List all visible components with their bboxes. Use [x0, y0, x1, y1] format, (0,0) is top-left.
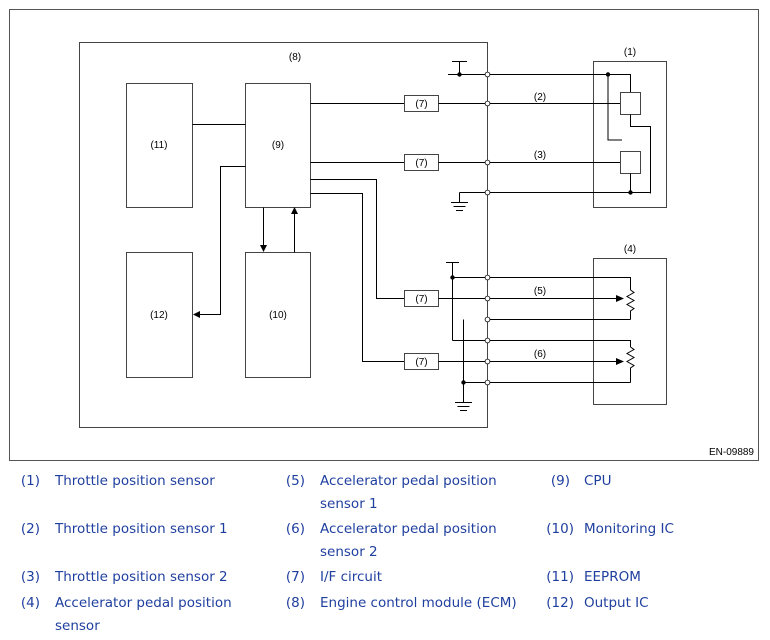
connector-node — [484, 337, 491, 344]
legend-text: I/F circuit — [320, 569, 383, 585]
legend-number: (10) — [546, 521, 574, 537]
legend-number: (12) — [546, 595, 574, 611]
apps1-supply-wire — [452, 277, 631, 290]
arrow-to-output-ic — [193, 311, 200, 318]
connector-node — [484, 379, 491, 386]
cpu-label: (9) — [272, 140, 284, 151]
legend-number: (3) — [20, 569, 40, 585]
arrow-to-cpu — [291, 207, 298, 214]
apps1-signal-a — [310, 179, 404, 299]
apps1-line-label: (5) — [534, 286, 546, 297]
apps-ground-symbol — [455, 402, 472, 411]
apps1-resistor — [625, 289, 636, 320]
if-circuit-4-label: (7) — [415, 357, 427, 368]
monitoring-ic-block — [245, 252, 311, 378]
legend-text: Output IC — [584, 595, 649, 611]
if-circuit-1-label: (7) — [415, 99, 427, 110]
accel-sensor-label: (4) — [624, 244, 636, 255]
legend-text: Accelerator pedal position sensor 2 — [320, 521, 497, 560]
connector-node — [484, 71, 491, 78]
connector-node — [484, 274, 491, 281]
throttle-sensor-label: (1) — [624, 47, 636, 58]
apps2-supply-wire — [452, 340, 631, 347]
arrow-to-monitoring-ic — [260, 245, 267, 252]
tps1-element — [620, 92, 641, 115]
legend: (1) Throttle position sensor (2) Throttl… — [0, 468, 770, 640]
legend-number: (11) — [546, 569, 574, 585]
wiring-diagram: (8) (11) (9) (12) (10) (1) (7) (2) (7) (… — [9, 9, 759, 461]
connector-node — [484, 316, 491, 323]
legend-text: Accelerator pedal position sensor — [55, 595, 232, 634]
output-ic-label: (12) — [150, 310, 168, 321]
legend-text: Throttle position sensor 1 — [55, 521, 228, 537]
legend-text: Throttle position sensor — [55, 473, 215, 489]
legend-number: (7) — [285, 569, 305, 585]
connector-node — [484, 358, 491, 365]
ecm-label: (8) — [289, 52, 301, 63]
cpu-block — [245, 83, 311, 208]
legend-number: (1) — [20, 473, 40, 489]
legend-number: (4) — [20, 595, 40, 611]
tps1-line-label: (2) — [534, 92, 546, 103]
apps2-line-label: (6) — [534, 349, 546, 360]
tps-internal-wire — [630, 114, 651, 194]
legend-number: (5) — [285, 473, 305, 489]
apps1-wiper-arrow — [616, 295, 624, 302]
connector-node — [484, 100, 491, 107]
cpu-output-ic-link — [198, 166, 246, 315]
legend-text: Accelerator pedal position sensor 1 — [320, 473, 497, 512]
eeprom-label: (11) — [150, 140, 167, 151]
legend-number: (6) — [285, 521, 305, 537]
connector-node — [484, 295, 491, 302]
legend-number: (8) — [285, 595, 305, 611]
legend-text: Throttle position sensor 2 — [55, 569, 228, 585]
junction-dot — [457, 72, 462, 77]
if-circuit-3-label: (7) — [415, 294, 427, 305]
legend-text: CPU — [584, 473, 612, 489]
figure-id: EN-09889 — [709, 447, 754, 458]
apps2-signal-a — [310, 193, 404, 362]
connector-node — [484, 189, 491, 196]
tps-supply-branch — [607, 74, 622, 141]
legend-text: Engine control module (ECM) — [320, 595, 517, 611]
if-circuit-2-label: (7) — [415, 158, 427, 169]
legend-number: (9) — [550, 473, 570, 489]
legend-text: Monitoring IC — [584, 521, 674, 537]
legend-text: EEPROM — [584, 569, 641, 585]
tps2-element — [620, 151, 641, 174]
tps2-line-label: (3) — [534, 150, 546, 161]
apps2-wiper-arrow — [616, 358, 624, 365]
connector-node — [484, 159, 491, 166]
eeprom-block — [126, 83, 193, 208]
output-ic-block — [126, 252, 193, 378]
tps-ground-symbol — [451, 192, 468, 211]
tps-supply-wire — [487, 74, 631, 92]
legend-number: (2) — [20, 521, 40, 537]
apps2-resistor — [625, 346, 636, 383]
monitoring-ic-label: (10) — [269, 310, 287, 321]
